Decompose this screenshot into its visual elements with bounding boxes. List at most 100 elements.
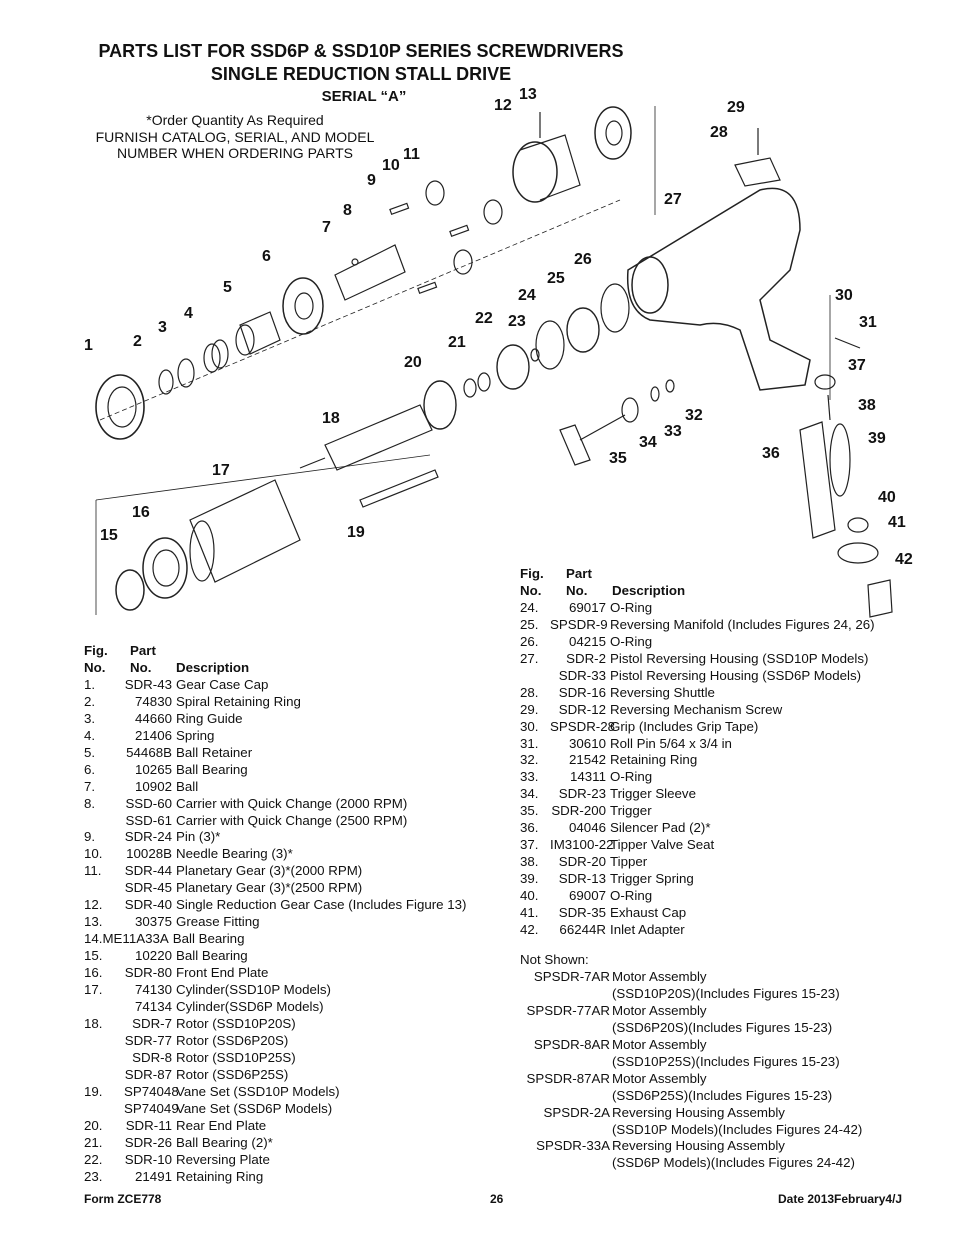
callout-39: 39 (868, 430, 886, 447)
part-number: SDR-43 (124, 676, 172, 692)
part-number: SDR-2 (566, 650, 606, 666)
fig-number: 26. (520, 633, 539, 649)
fig-number: 19. (84, 1083, 103, 1099)
part-description: Motor Assembly (612, 968, 707, 984)
page-subtitle: SINGLE REDUCTION STALL DRIVE (210, 64, 512, 84)
fig-number: 32. (520, 752, 539, 768)
fig-number: 39. (520, 871, 539, 887)
part-number: SDR-12 (558, 701, 606, 717)
fig-number: 28. (520, 684, 539, 700)
callout-19: 19 (347, 524, 365, 541)
part-description: Ball Bearing (176, 948, 248, 964)
fig-number: 8. (84, 795, 96, 811)
fig-number: 34. (520, 786, 539, 802)
callout-15: 15 (100, 527, 118, 544)
part-description: Carrier with Quick Change (2000 RPM) (176, 795, 408, 811)
fig-number (84, 1101, 124, 1118)
part-description: Rotor (SSD10P20S) (176, 1015, 296, 1031)
col-no: No. (84, 659, 106, 675)
callout-13: 13 (519, 86, 537, 103)
fig-number: 42. (520, 922, 539, 938)
part-description: Rotor (SSD6P25S) (176, 1066, 289, 1082)
part-description: Vane Set (SSD6P Models) (176, 1100, 333, 1116)
callout-34: 34 (639, 434, 657, 451)
part-number: SDR-10 (124, 1151, 172, 1167)
part-description: Cylinder(SSD6P Models) (176, 999, 324, 1015)
col-no2: No. (130, 659, 152, 675)
part-number: SDR-35 (558, 905, 606, 921)
callout-7: 7 (322, 219, 331, 236)
callout-18: 18 (322, 410, 340, 427)
page-title: PARTS LIST FOR SSD6P & SSD10P SERIES SCR… (98, 41, 624, 61)
callout-28: 28 (710, 124, 728, 141)
part-description: Roll Pin 5/64 x 3/4 in (610, 735, 732, 751)
fig-number: 24. (520, 599, 539, 615)
callout-38: 38 (858, 397, 876, 414)
part-number: SDR-45 (124, 880, 172, 896)
callout-5: 5 (223, 279, 232, 296)
callout-21: 21 (448, 334, 466, 351)
fig-number: 22. (84, 1151, 103, 1167)
fig-number: 2. (84, 693, 96, 709)
callout-8: 8 (343, 202, 352, 219)
part-number: 30610 (569, 735, 606, 751)
part-number: 74130 (135, 982, 172, 998)
callout-36: 36 (762, 445, 780, 462)
fig-number: 10. (84, 846, 103, 862)
not-shown-label: Not Shown: (520, 952, 589, 967)
fig-number: 36. (520, 820, 539, 836)
fig-number: 3. (84, 710, 96, 726)
part-description: Retaining Ring (610, 752, 698, 768)
part-description: Pin (3)* (176, 829, 221, 845)
part-description: Grip (Includes Grip Tape) (610, 718, 759, 734)
part-number: SDR-23 (558, 786, 606, 802)
fig-number: 18. (84, 1015, 103, 1031)
callout-30: 30 (835, 287, 853, 304)
part-number: SDR-7 (132, 1015, 172, 1031)
fig-number: 16. (84, 965, 103, 981)
part-number: 10265 (135, 761, 172, 777)
fig-number: 25. (520, 616, 539, 632)
fig-number: 20. (84, 1117, 103, 1133)
part-number: 14311 (570, 769, 606, 785)
callout-3: 3 (158, 319, 167, 336)
part-description: Cylinder(SSD10P Models) (176, 982, 331, 998)
callout-11: 11 (403, 146, 420, 163)
part-number: SDR-40 (124, 897, 172, 913)
part-number: SPSDR-8AR (533, 1036, 610, 1052)
page-number: 26 (490, 1192, 504, 1206)
callout-41: 41 (888, 514, 906, 531)
part-number: SPSDR-9 (550, 616, 608, 632)
fig-number: 9. (84, 829, 96, 845)
callout-16: 16 (132, 504, 150, 521)
fig-number (84, 1050, 124, 1067)
col-part: Part (566, 566, 592, 581)
fig-number: 30. (520, 718, 539, 734)
part-number: SPSDR-87AR (526, 1070, 610, 1086)
part-number: 21542 (569, 752, 606, 768)
part-number: 74134 (135, 999, 172, 1015)
fig-number: 23. (84, 1168, 103, 1184)
part-number: 69017 (569, 599, 606, 615)
part-number: 69007 (569, 888, 606, 904)
part-number: 21406 (135, 727, 172, 743)
